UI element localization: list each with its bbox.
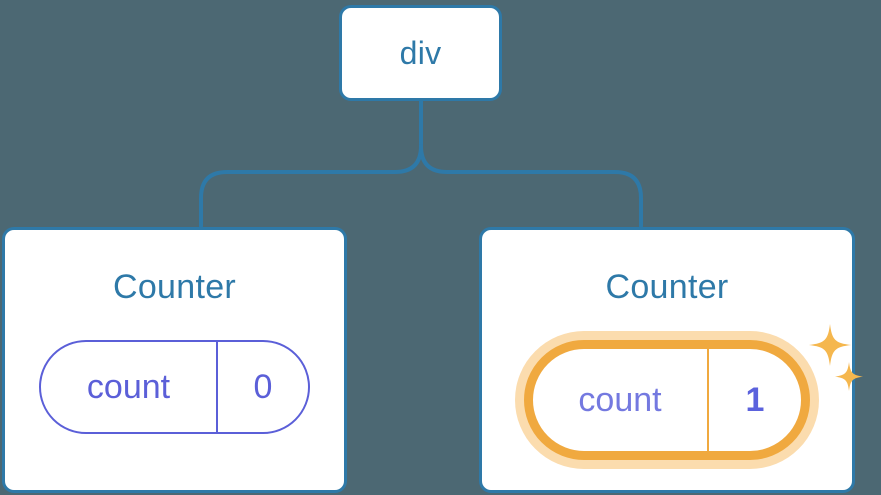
state-value-right: 1: [745, 381, 765, 419]
node-div-label: div: [399, 35, 442, 71]
state-value-left: 0: [253, 368, 273, 406]
state-key-left: count: [41, 342, 218, 432]
edge-root-to-counter-left: [199, 144, 423, 228]
sparkle-four-point-small-icon: [835, 362, 863, 391]
state-pill-wrapper-right: count 1: [524, 324, 863, 460]
sparkle-group: [809, 324, 863, 391]
node-counter-left-label: Counter: [112, 268, 237, 306]
edge-root-to-counter-right: [419, 144, 643, 228]
sparkle-four-point-icon: [809, 324, 851, 366]
state-pill-wrapper-left: count 0: [39, 340, 310, 434]
state-key-right: count: [533, 349, 709, 451]
node-counter-right-label: Counter: [605, 268, 729, 306]
state-pill-right-highlighted[interactable]: count 1: [524, 340, 810, 460]
node-counter-right[interactable]: Counter count 1: [479, 227, 863, 493]
state-pill-left[interactable]: count 0: [39, 340, 310, 434]
node-counter-left[interactable]: Counter count 0: [2, 227, 347, 493]
node-div[interactable]: div: [339, 5, 502, 101]
